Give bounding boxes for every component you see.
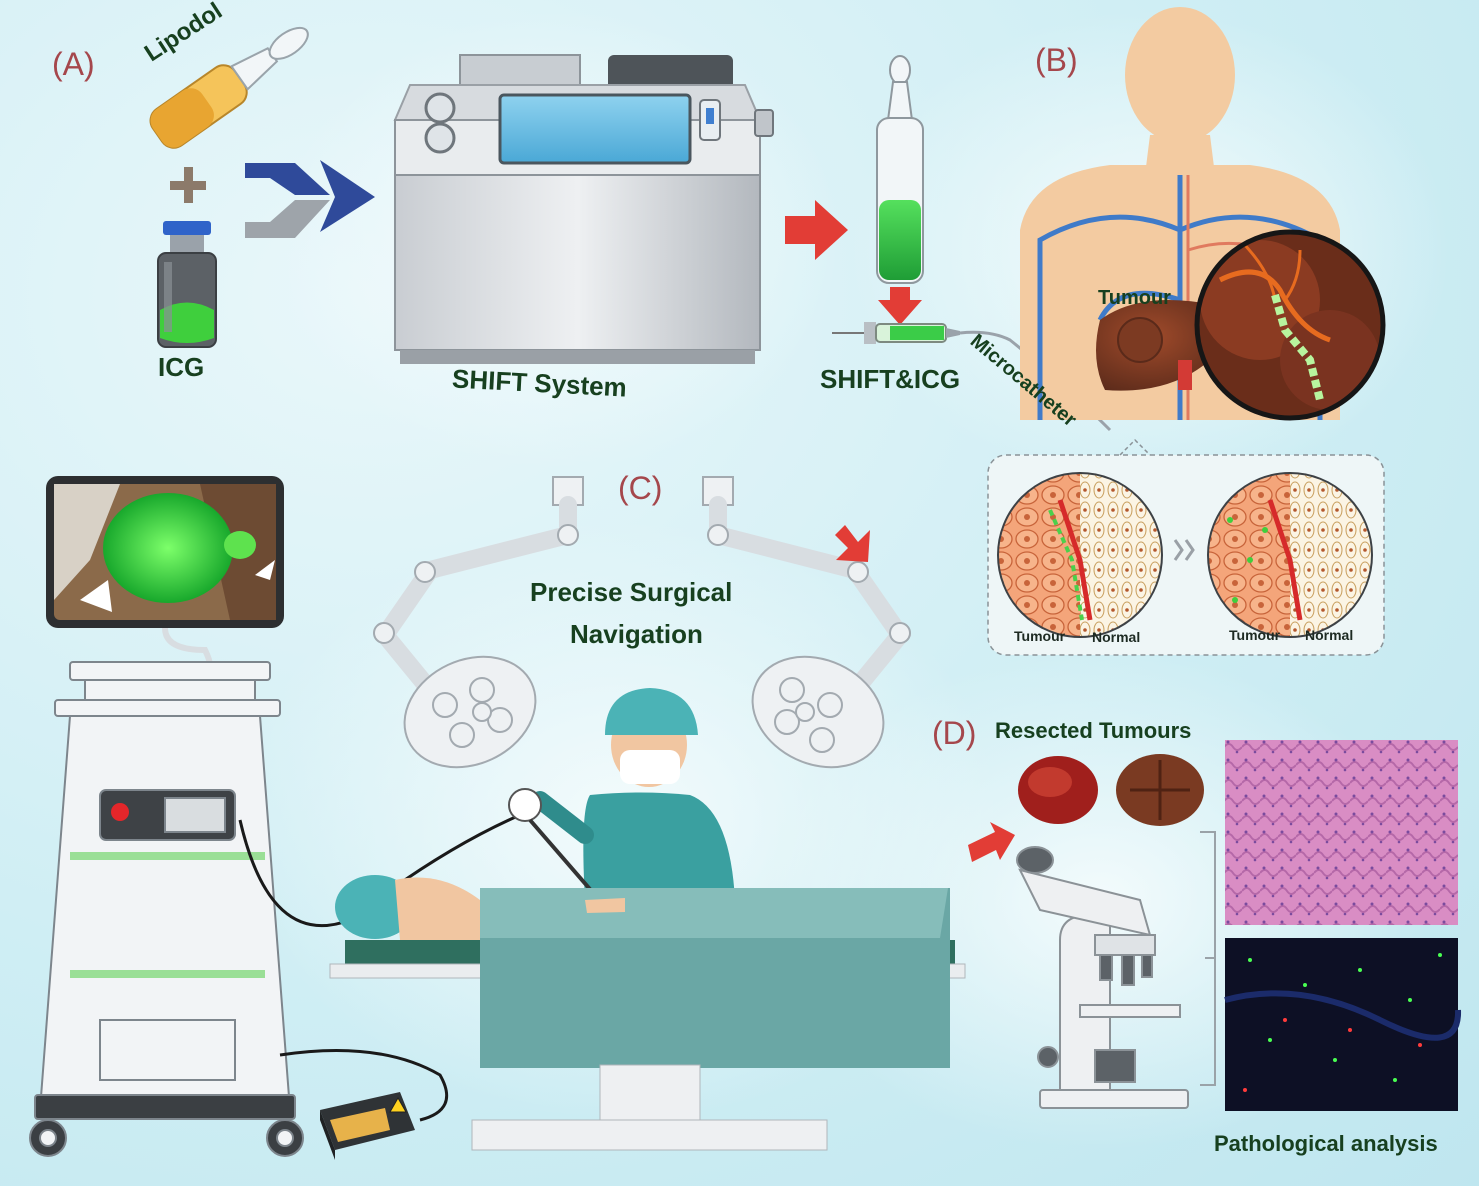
fluorescence-stain-image (1225, 938, 1458, 1111)
monitor-icon (46, 476, 284, 667)
label-resected-tumours: Resected Tumours (995, 718, 1192, 743)
resected-tumour-icons (1018, 754, 1204, 826)
label-navigation-line1: Precise Surgical (530, 577, 733, 607)
operating-table-icon (329, 875, 966, 1151)
inset-label-tumour-1: Tumour (1014, 628, 1066, 644)
merge-arrow-icon (245, 160, 375, 238)
laser-source-icon (320, 1092, 415, 1160)
panel-label-d: (D) (932, 715, 977, 751)
lipiodol-ampoule-icon (149, 26, 309, 149)
panel-label-c: (C) (618, 470, 663, 506)
inset-label-tumour-2: Tumour (1229, 627, 1281, 643)
label-tumour-b: Tumour (1098, 287, 1171, 309)
he-stain-image (1225, 740, 1458, 925)
shift-system-machine-icon (393, 54, 774, 364)
icg-vial-icon (157, 221, 217, 348)
red-arrow-icon-d (968, 822, 1015, 862)
label-pathological-analysis: Pathological analysis (1214, 1131, 1438, 1156)
fluorescence-dots (1224, 953, 1462, 1092)
label-shift-icg: SHIFT&ICG (820, 364, 961, 394)
surgical-lamp-right-icon (702, 476, 912, 769)
syringe-icon (832, 322, 1112, 432)
panel-label-a: (A) (52, 46, 95, 82)
red-arrow-icon (785, 200, 848, 260)
tumour-zoom-inset (1197, 232, 1383, 418)
red-down-arrow-icon (878, 287, 922, 325)
label-navigation-line2: Navigation (570, 619, 703, 649)
surgeon-icon (508, 688, 735, 900)
surgical-lamp-left-icon (373, 476, 584, 769)
imaging-cart-icon (29, 661, 304, 1157)
label-icg: ICG (158, 352, 205, 382)
red-arrow-icon-c (835, 525, 870, 562)
panel-label-b: (B) (1035, 42, 1078, 78)
inset-label-normal-1: Normal (1092, 629, 1141, 645)
inset-label-normal-2: Normal (1305, 627, 1354, 643)
shift-icg-ampoule-icon (876, 55, 924, 284)
microscope-icon (1016, 846, 1189, 1109)
